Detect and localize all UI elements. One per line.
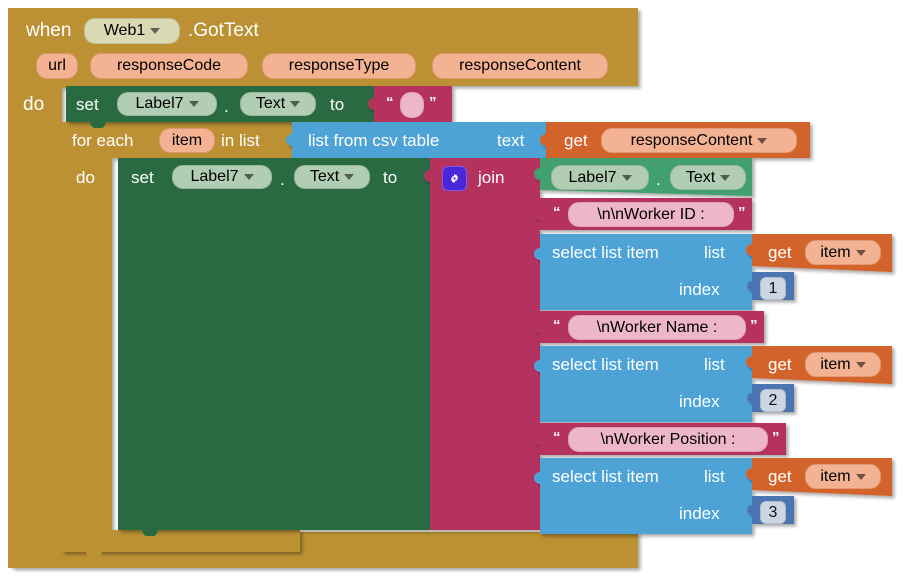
text-2-close-quote: ” xyxy=(750,317,757,334)
outer-setter-component-dropdown[interactable]: Label7 xyxy=(117,92,217,116)
gear-glyph xyxy=(450,173,459,184)
outer-setter-body xyxy=(66,86,374,122)
select-3-index-label: index xyxy=(679,504,720,523)
join-componentgetter-property-dropdown[interactable]: Text xyxy=(670,165,746,190)
list-from-csv-shape[interactable] xyxy=(286,122,546,158)
inner-setter-to-label: to xyxy=(383,168,398,187)
text-3-close-quote: ” xyxy=(772,429,779,446)
outer-setter-dot: . xyxy=(224,97,229,116)
event-param-url[interactable]: url xyxy=(36,53,78,79)
inner-setter-bottom-notch xyxy=(136,530,164,537)
inner-setter-property-dropdown[interactable]: Text xyxy=(294,165,370,189)
select-1-label: select list item xyxy=(552,243,659,262)
event-param-responsecontent[interactable]: responseContent xyxy=(432,53,608,79)
join-componentgetter-property-value: Text xyxy=(685,168,716,186)
chevron-down-icon xyxy=(344,174,355,180)
select-1-get-label: get xyxy=(768,243,792,262)
chevron-down-icon xyxy=(757,137,768,144)
for-each-loop-variable[interactable]: item xyxy=(159,128,215,153)
join-block-shape[interactable] xyxy=(424,158,540,530)
join-componentgetter-component-dropdown[interactable]: Label7 xyxy=(551,165,649,190)
inner-setter-dot: . xyxy=(280,170,285,189)
text-1-field[interactable]: \n\nWorker ID : xyxy=(568,202,734,227)
select-3-get-label: get xyxy=(768,467,792,486)
when-label: when xyxy=(26,20,72,41)
text-3-open-quote: “ xyxy=(553,429,560,446)
text-1-open-quote: “ xyxy=(553,204,560,221)
for-each-left-spine xyxy=(62,158,112,530)
chevron-down-icon xyxy=(150,28,161,34)
inner-set-label: set xyxy=(131,168,154,187)
select-1-list-socket-label: list xyxy=(704,243,725,262)
chevron-down-icon xyxy=(290,101,301,107)
select-3-index-value[interactable]: 3 xyxy=(760,501,786,524)
empty-text-open-quote: “ xyxy=(386,94,393,111)
select-3-get-item-dropdown[interactable]: item xyxy=(805,464,881,489)
chevron-down-icon xyxy=(243,174,254,180)
select-1-get-item-value: item xyxy=(820,243,851,261)
get-responsecontent-dropdown[interactable]: responseContent xyxy=(601,128,797,153)
select-2-get-item-dropdown[interactable]: item xyxy=(805,352,881,377)
for-each-in-list-label: in list xyxy=(221,131,260,150)
outer-setter-property-value: Text xyxy=(255,95,286,112)
join-componentgetter-component-value: Label7 xyxy=(568,168,617,186)
get-responsecontent-label: get xyxy=(564,131,588,150)
outer-set-label: set xyxy=(76,95,99,114)
join-socket-select-1-shape[interactable] xyxy=(534,234,752,310)
outer-setter-to-label: to xyxy=(330,95,345,114)
for-each-do-label: do xyxy=(76,168,95,187)
select-1-index-label: index xyxy=(679,280,720,299)
select-2-index-value[interactable]: 2 xyxy=(760,389,786,412)
event-do-label: do xyxy=(23,94,45,115)
for-each-label: for each xyxy=(72,131,134,150)
select-2-index-label: index xyxy=(679,392,720,411)
outer-setter-bottom-notch xyxy=(84,122,112,129)
event-component-value: Web1 xyxy=(103,22,146,39)
inner-setter-component-value: Label7 xyxy=(190,168,239,185)
event-param-responsecode[interactable]: responseCode xyxy=(90,53,248,79)
event-corner xyxy=(8,556,20,568)
join-label: join xyxy=(478,168,505,187)
select-3-label: select list item xyxy=(552,467,659,486)
select-3-get-item-value: item xyxy=(820,467,851,485)
text-2-field[interactable]: \nWorker Name : xyxy=(568,315,746,340)
for-each-bottom-notch xyxy=(80,552,108,558)
join-socket-select-2-shape[interactable] xyxy=(534,346,752,422)
outer-setter-component-value: Label7 xyxy=(135,95,184,112)
join-socket-select-3-shape[interactable] xyxy=(534,458,752,534)
select-2-get-label: get xyxy=(768,355,792,374)
gear-icon[interactable] xyxy=(442,166,467,191)
event-component-dropdown[interactable]: Web1 xyxy=(84,18,180,44)
text-1-close-quote: ” xyxy=(738,204,745,221)
chevron-down-icon xyxy=(855,473,866,480)
select-2-get-item-value: item xyxy=(820,355,851,373)
get-responsecontent-value: responseContent xyxy=(630,131,753,149)
empty-text-field[interactable] xyxy=(400,92,424,118)
select-3-list-socket-label: list xyxy=(704,467,725,486)
empty-text-close-quote: ” xyxy=(429,94,436,111)
select-2-label: select list item xyxy=(552,355,659,374)
event-param-responsetype[interactable]: responseType xyxy=(262,53,416,79)
chevron-down-icon xyxy=(720,174,731,181)
chevron-down-icon xyxy=(188,101,199,107)
list-from-csv-label: list from csv table xyxy=(308,131,440,150)
join-componentgetter-dot: . xyxy=(656,170,661,189)
event-name-label: .GotText xyxy=(188,20,259,41)
chevron-down-icon xyxy=(855,249,866,256)
inner-setter-component-dropdown[interactable]: Label7 xyxy=(172,165,272,189)
select-1-index-value[interactable]: 1 xyxy=(760,277,786,300)
inner-setter-body xyxy=(118,158,430,530)
select-1-get-item-dropdown[interactable]: item xyxy=(805,240,881,265)
text-3-field[interactable]: \nWorker Position : xyxy=(568,427,768,452)
chevron-down-icon xyxy=(621,174,632,181)
outer-setter-property-dropdown[interactable]: Text xyxy=(240,92,316,116)
inner-setter-property-value: Text xyxy=(309,168,340,185)
select-2-list-socket-label: list xyxy=(704,355,725,374)
for-each-bottom-bar xyxy=(62,530,300,552)
text-2-open-quote: “ xyxy=(553,317,560,334)
list-from-csv-text-socket-label: text xyxy=(497,131,525,150)
event-left-spine xyxy=(8,84,62,568)
chevron-down-icon xyxy=(855,361,866,368)
